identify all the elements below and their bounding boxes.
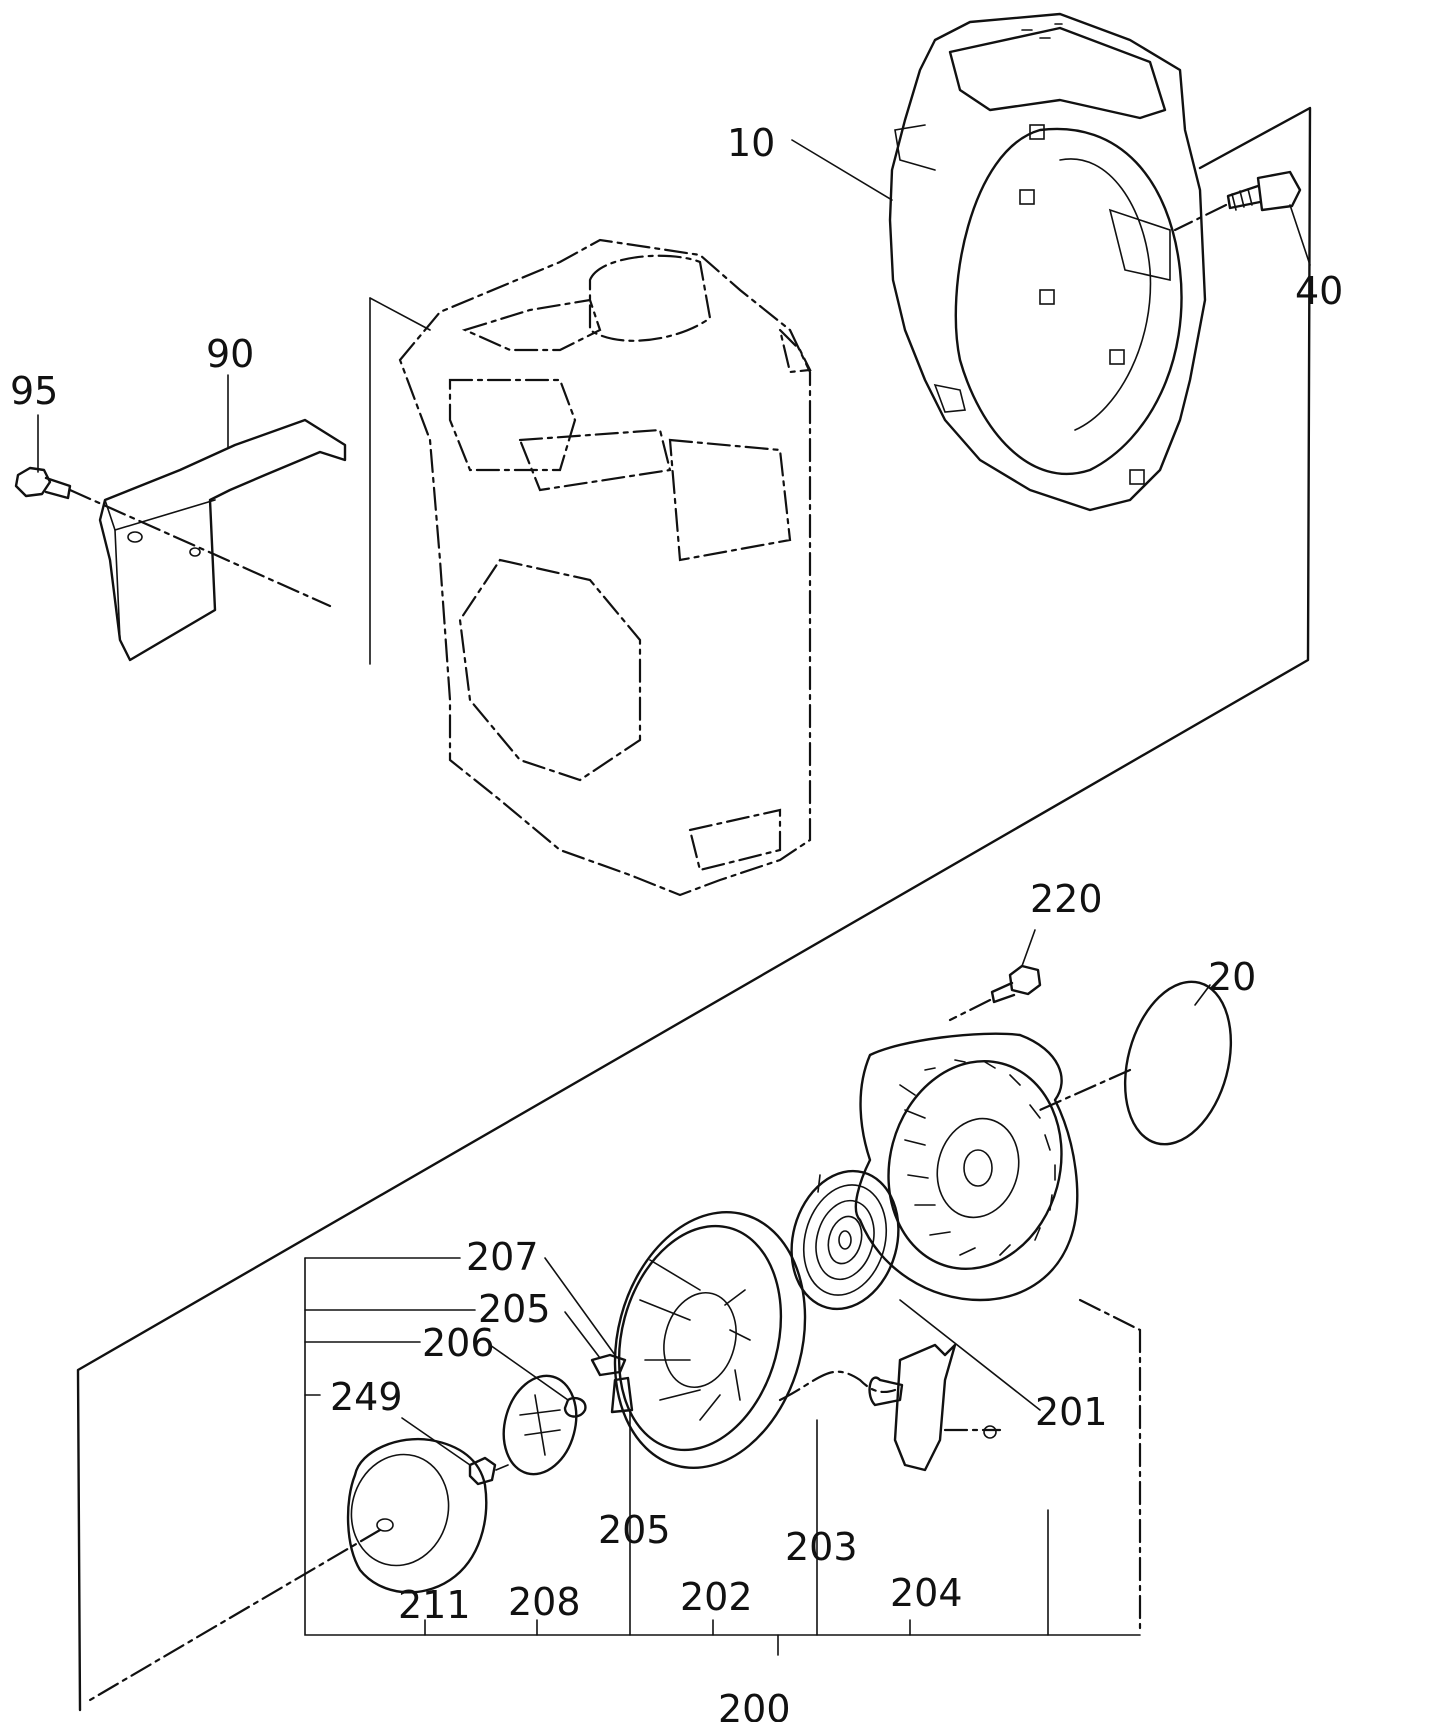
- label-10: 10: [727, 121, 775, 165]
- label-40: 40: [1295, 269, 1343, 313]
- label-208: 208: [508, 1580, 581, 1624]
- leader-lines: [37, 139, 1311, 1466]
- label-249: 249: [330, 1375, 403, 1419]
- bolt-95: [14, 466, 332, 608]
- guard-plate-90: [98, 418, 347, 662]
- handle-204: [868, 1343, 1002, 1472]
- label-95: 95: [10, 369, 58, 413]
- bolt-40: [1173, 170, 1302, 232]
- label-207: 207: [466, 1235, 539, 1279]
- spring-206: [563, 1396, 587, 1418]
- label-202: 202: [680, 1575, 753, 1619]
- label-205-upper: 205: [478, 1287, 551, 1331]
- label-204: 204: [890, 1571, 963, 1615]
- reel-202: [613, 1210, 897, 1470]
- friction-plate-208: [502, 1374, 578, 1476]
- label-211: 211: [398, 1583, 471, 1627]
- label-205-lower: 205: [598, 1508, 671, 1552]
- reference-frame: [76, 106, 1312, 1712]
- blower-housing-10: [888, 12, 1207, 512]
- assembly-bracket-200: [304, 1257, 1141, 1656]
- label-203: 203: [785, 1525, 858, 1569]
- disc-20: [1038, 980, 1233, 1146]
- starter-case-201: [854, 1032, 1142, 1632]
- recoil-spring-203: [790, 1169, 900, 1311]
- label-206: 206: [422, 1321, 495, 1365]
- label-90: 90: [206, 332, 254, 376]
- part-labels: 10 40 90 95 220 20 207 205 206 249 201 2…: [10, 121, 1343, 1722]
- label-200: 200: [718, 1687, 791, 1722]
- label-20: 20: [1208, 955, 1256, 999]
- label-201: 201: [1035, 1390, 1108, 1434]
- bolt-220: [948, 964, 1042, 1022]
- nut-249: [468, 1456, 509, 1486]
- pawl-205: [590, 1353, 634, 1414]
- cover-cup-211: [88, 1437, 488, 1702]
- engine-block-outline: [398, 238, 812, 897]
- label-220: 220: [1030, 877, 1103, 921]
